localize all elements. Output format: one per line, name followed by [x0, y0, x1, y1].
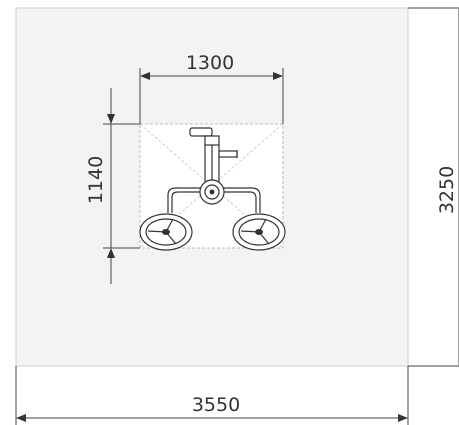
dimension-total-depth: 3250	[408, 7, 459, 367]
wheel-icon	[139, 213, 193, 251]
crank-handle-icon	[189, 127, 238, 158]
equipment-drawing	[139, 127, 286, 251]
wheel-icon	[232, 213, 286, 251]
dimension-label-1300: 1300	[186, 52, 234, 74]
dimension-label-1140: 1140	[85, 156, 107, 204]
dimension-total-width: 3550	[15, 366, 409, 425]
dimension-equipment-depth: 1140	[85, 88, 140, 284]
dimension-label-3550: 3550	[192, 394, 240, 416]
dimension-label-3250: 3250	[436, 166, 458, 214]
dimension-equipment-width: 1300	[139, 52, 284, 124]
